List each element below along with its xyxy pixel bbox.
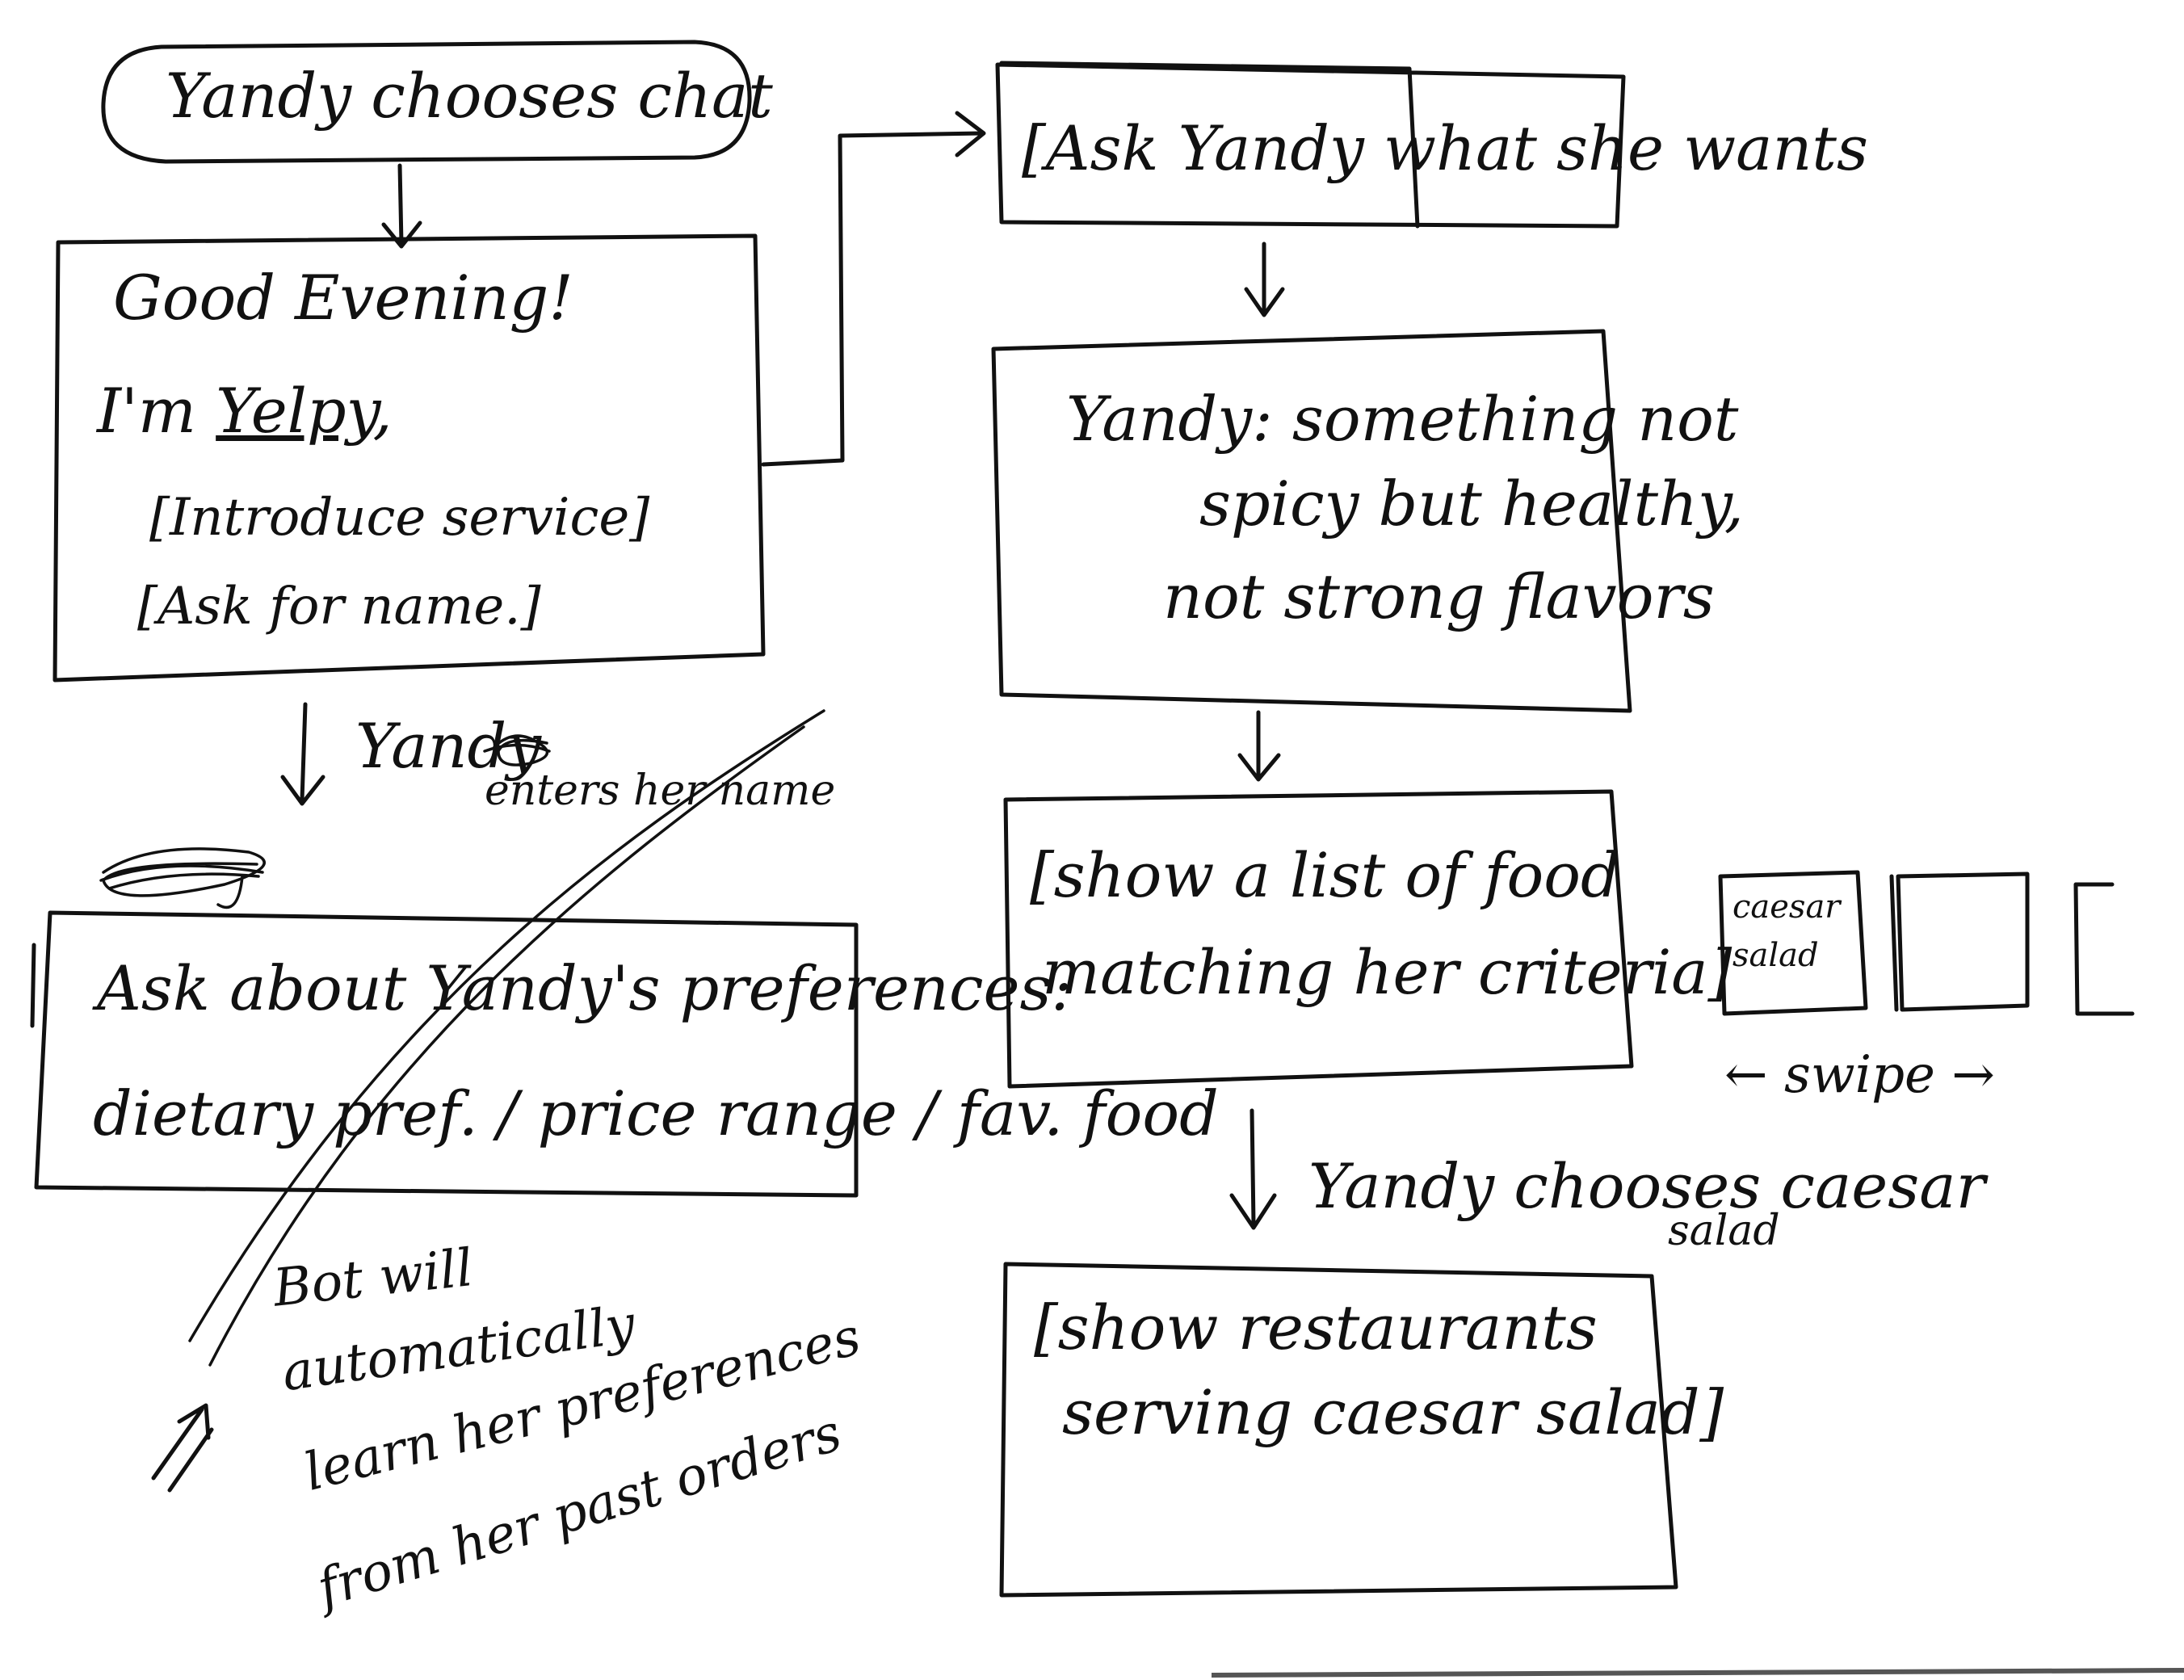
list-box-outline <box>1003 789 1634 1089</box>
greeting-line-2: I'm Yelpy, <box>97 376 393 446</box>
swipe-label: ← swipe → <box>1724 1045 1995 1105</box>
preferences-line-1: Ask about Yandy's preferences: <box>97 952 1073 1024</box>
strike-line-2 <box>208 725 805 1367</box>
start-node-outline <box>101 40 752 164</box>
list-line-1: [show a list of food <box>1030 839 1620 911</box>
ask-want-label: [Ask Yandy what she wants <box>1022 112 1868 184</box>
greeting-suffix: , <box>372 375 393 447</box>
greeting-line-3: [Introduce service] <box>149 488 650 548</box>
arrow-start-to-greeting <box>381 163 422 249</box>
restaurants-line-1: [show restaurants <box>1034 1292 1598 1363</box>
card-3-outline <box>2073 882 2135 1016</box>
arrow-greeting-to-preferences <box>280 702 326 806</box>
greeting-line-1: Good Evening! <box>113 262 573 334</box>
scribble-cross-out-1 <box>483 734 551 766</box>
start-node-label: Yandy chooses chat <box>166 60 773 132</box>
edge-chooses-label-a: Yandy chooses caesar <box>1308 1150 1985 1222</box>
reply-line-3: not strong flavors <box>1163 561 1715 632</box>
preferences-line-2: dietary pref. / price range / fav. food <box>93 1077 1219 1149</box>
reply-box-outline <box>991 329 1632 713</box>
restaurants-box-outline <box>999 1262 1678 1598</box>
arrow-ask-want-to-reply <box>1244 242 1285 317</box>
card-caesar-salad-outline <box>1718 870 1868 1016</box>
scan-edge <box>1211 1668 2184 1678</box>
arrow-greeting-to-ask-want <box>761 111 986 467</box>
edge-enter-name-label-b: enters her name <box>485 766 836 815</box>
arrow-list-to-restaurants <box>1229 1108 1277 1230</box>
double-arrow-to-preferences <box>151 1403 214 1493</box>
edge-enter-name-label-a: Yandy <box>355 710 542 782</box>
restaurants-line-2: serving caesar salad] <box>1062 1376 1724 1448</box>
card-caesar-line-2: salad <box>1732 937 1819 974</box>
greeting-line-4: [Ask for name.] <box>137 577 541 636</box>
reply-line-2: spicy but healthy, <box>1199 468 1744 540</box>
reply-line-1: Yandy: something not <box>1066 383 1739 455</box>
list-line-2: matching her criteria] <box>1042 936 1732 1008</box>
greeting-prefix: I'm <box>97 375 216 447</box>
card-2-outline <box>1889 872 2030 1012</box>
scribble-cross-out-2 <box>99 847 266 909</box>
edge-chooses-label-b: salad <box>1668 1207 1780 1255</box>
strike-line-1 <box>188 709 825 1342</box>
arrow-reply-to-list <box>1237 710 1281 782</box>
bot-name: Yelpy <box>216 375 373 447</box>
ask-want-box-outline <box>995 61 1626 229</box>
card-caesar-line-1: caesar <box>1732 888 1841 926</box>
preferences-box-outline <box>30 910 859 1198</box>
greeting-box-outline <box>52 233 766 682</box>
